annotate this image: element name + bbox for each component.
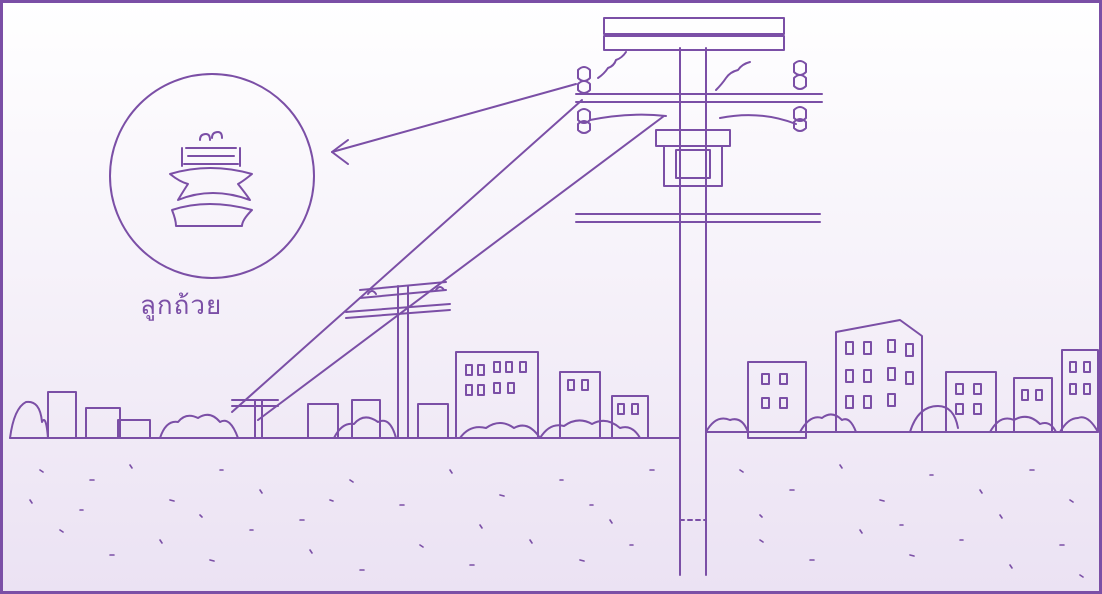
utility-pole	[575, 17, 823, 576]
ground-texture	[29, 464, 1084, 578]
arrow-icon	[331, 83, 577, 165]
shrubs	[9, 400, 1099, 439]
insulator-icon	[169, 131, 253, 227]
mid-pole	[345, 281, 451, 439]
buildings-left	[47, 351, 649, 439]
power-wires	[231, 99, 665, 421]
insulator-callout	[109, 73, 315, 279]
insulator-label: ลูกถ้วย	[140, 291, 223, 321]
